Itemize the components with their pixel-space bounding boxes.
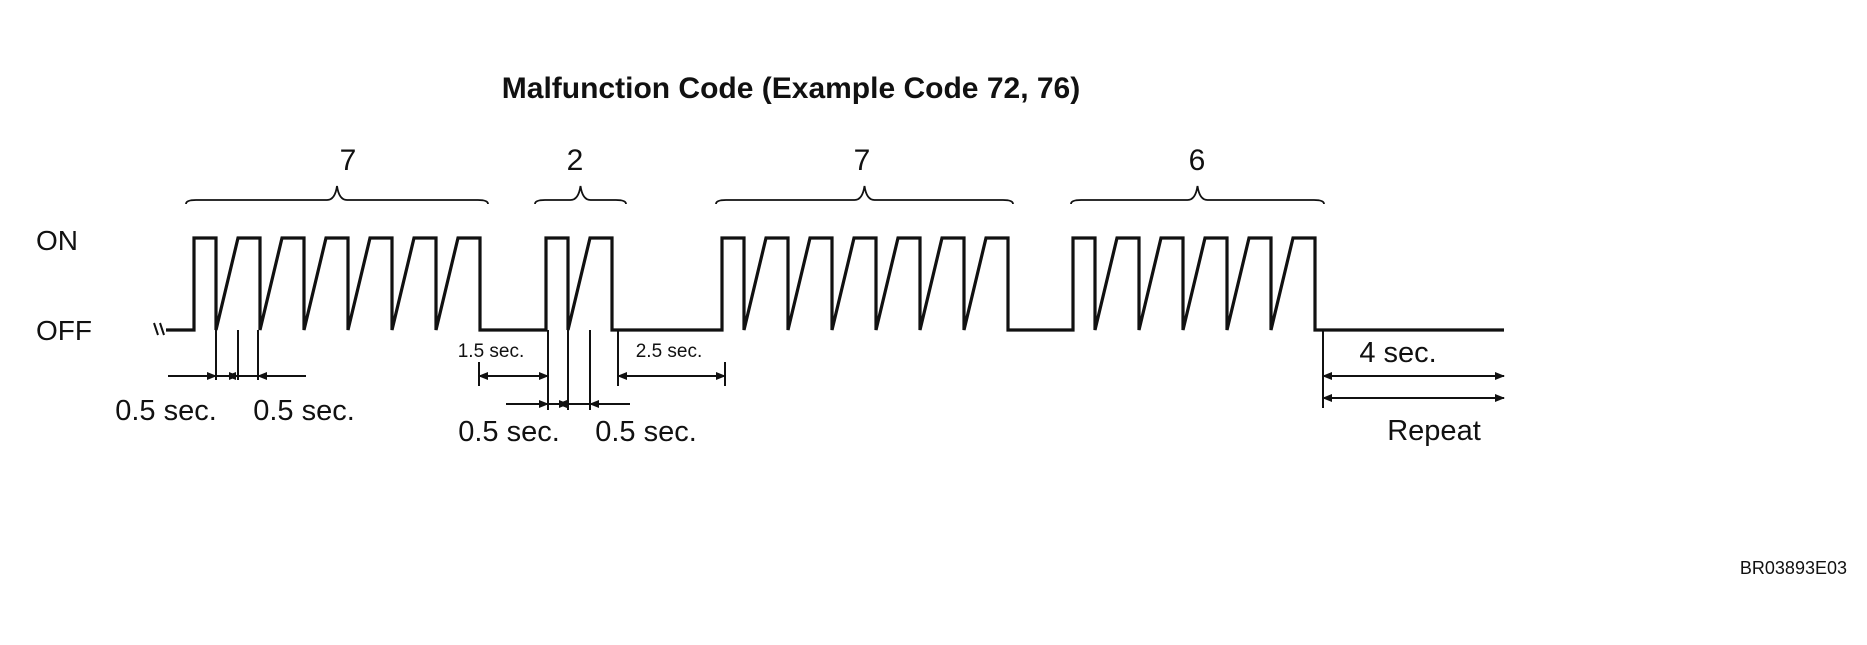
- on-state-label: ON: [36, 225, 78, 256]
- digit-brace-4: [1070, 185, 1325, 205]
- digit-brace-3: [715, 185, 1014, 205]
- digit-brace-1: [185, 185, 489, 205]
- code-gap-label: 2.5 sec.: [636, 341, 703, 362]
- signal-waveform: [166, 236, 1504, 332]
- pulse-on-duration-label-2: 0.5 sec.: [458, 416, 560, 448]
- pulse-off-duration-label: 0.5 sec.: [253, 395, 355, 427]
- repeat-label: Repeat: [1387, 415, 1481, 447]
- digit-label-3: 7: [854, 144, 871, 177]
- end-pause-label: 4 sec.: [1359, 337, 1436, 369]
- digit-label-4: 6: [1189, 144, 1206, 177]
- digit-label-1: 7: [340, 144, 357, 177]
- break-mark-icon: [153, 322, 165, 336]
- gap-dimension-middle: [478, 330, 726, 410]
- figure-code: BR03893E03: [1740, 558, 1847, 578]
- pulse-on-duration-label: 0.5 sec.: [115, 395, 217, 427]
- off-state-label: OFF: [36, 315, 92, 346]
- digit-gap-label: 1.5 sec.: [458, 341, 525, 362]
- pause-dimension-right: [1322, 330, 1505, 408]
- diagram-title: Malfunction Code (Example Code 72, 76): [502, 72, 1080, 105]
- digit-braces: [185, 185, 1325, 205]
- pulse-dimension-left: [168, 330, 306, 380]
- digit-label-2: 2: [567, 144, 584, 177]
- pulse-off-duration-label-2: 0.5 sec.: [595, 416, 697, 448]
- digit-brace-2: [534, 185, 627, 205]
